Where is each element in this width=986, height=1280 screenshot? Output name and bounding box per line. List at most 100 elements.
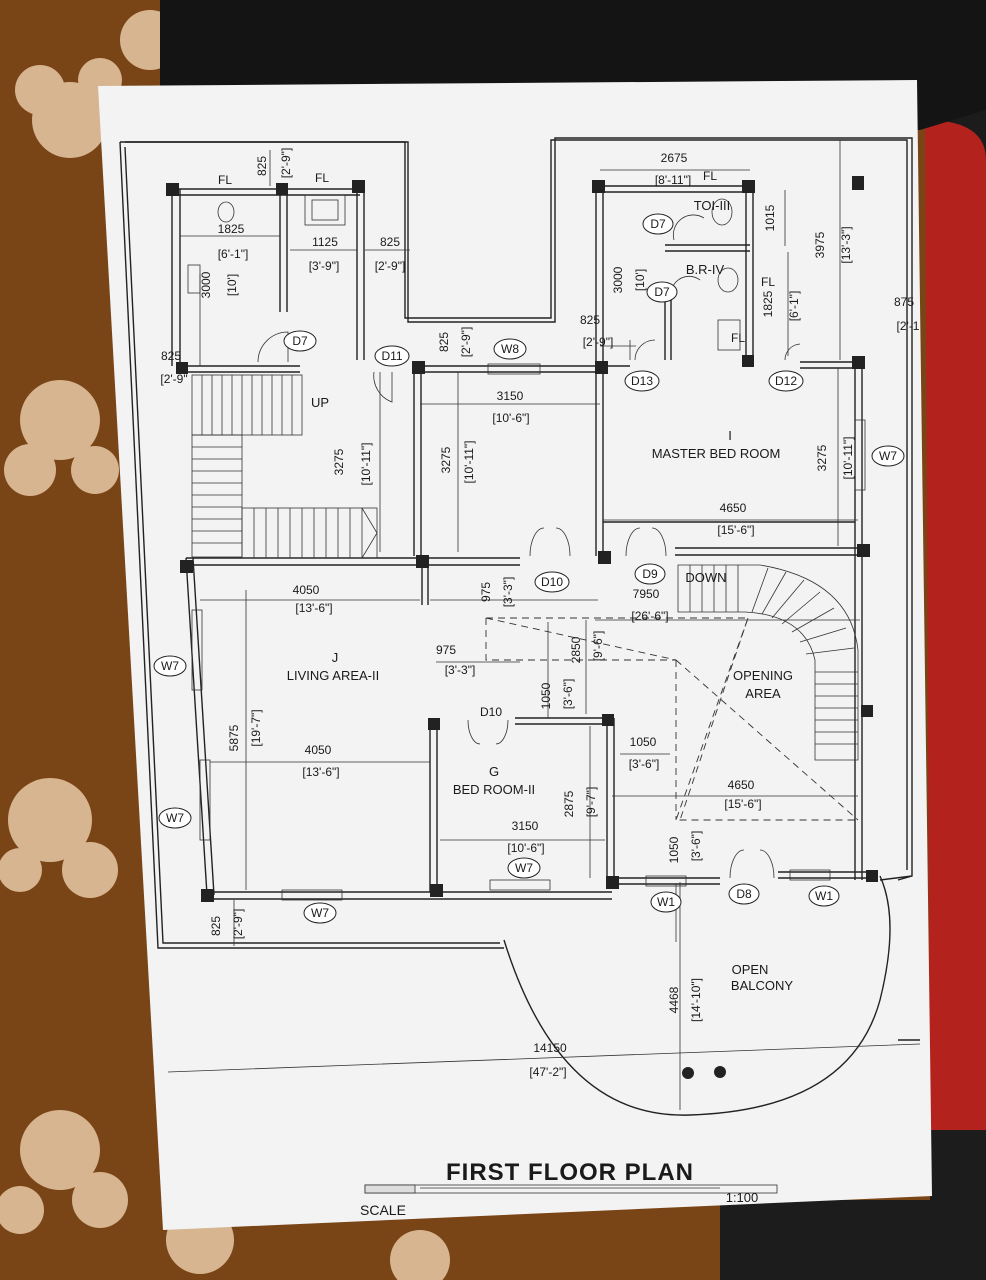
- open-balcony-label-1: OPEN: [732, 962, 769, 977]
- dim-ft: [3'-6"]: [689, 831, 703, 862]
- balcony-post: [682, 1067, 694, 1079]
- dim-ft: [3'-9"]: [309, 259, 340, 273]
- svg-text:D7: D7: [292, 334, 308, 348]
- dim-ft: [10']: [225, 274, 239, 296]
- svg-text:D11: D11: [381, 349, 402, 363]
- opening-area-label-2: AREA: [745, 686, 781, 701]
- open-balcony-label-2: BALCONY: [731, 978, 793, 993]
- door-tag-d7: D7: [646, 281, 678, 303]
- window-tag-w7: W7: [158, 807, 192, 829]
- window-tag-w7: W7: [153, 655, 187, 677]
- dim-mm: 1015: [763, 204, 777, 231]
- door-swings: [257, 214, 801, 879]
- dim-ft: [26'-6"]: [631, 609, 668, 623]
- master-bedroom-letter: I: [728, 428, 732, 443]
- dim-mm: 7950: [633, 587, 660, 601]
- window-tag-w8: W8: [493, 338, 527, 360]
- north-marker: [852, 178, 864, 190]
- door-tag-d7: D7: [283, 330, 317, 352]
- svg-text:W1: W1: [657, 895, 675, 909]
- dim-ft: [10'-11"]: [462, 440, 476, 483]
- scale-value: 1:100: [726, 1190, 759, 1205]
- dim-mm: 975: [479, 582, 493, 602]
- dimension-lines: [167, 140, 921, 1110]
- dim-ft: [6'-1"]: [787, 291, 801, 322]
- toilet-iii-label: TOI-III: [694, 198, 731, 213]
- dim-ft: [13'-6"]: [295, 601, 332, 615]
- dim-ft: [2'-9"]: [459, 327, 473, 358]
- dim-ft: [10'-11"]: [359, 442, 373, 485]
- dim-mm: 975: [436, 643, 456, 657]
- dim-ft: [13'-6"]: [302, 765, 339, 779]
- door-tag-d7: D7: [642, 213, 674, 235]
- dim-ft: [19'-7"]: [249, 709, 263, 746]
- dim-ft: [13'-3"]: [839, 226, 853, 263]
- dim-mm: 3275: [815, 444, 829, 471]
- dim-ft: [6'-1"]: [218, 247, 249, 261]
- dim-mm: 5875: [227, 724, 241, 751]
- dim-ft: [3'-3"]: [445, 663, 476, 677]
- dim-ft: [10'-6"]: [507, 841, 544, 855]
- opening-area-outline: [485, 617, 859, 821]
- svg-text:W7: W7: [879, 449, 897, 463]
- dim-mm: 825: [580, 313, 600, 327]
- dim-mm: 14150: [533, 1041, 567, 1055]
- svg-text:D10: D10: [541, 575, 563, 589]
- svg-text:D8: D8: [736, 887, 752, 901]
- dim-ft: [3'-6"]: [629, 757, 660, 771]
- dim-mm: 875: [894, 295, 914, 309]
- dim-ft: [8'-11"]: [655, 173, 691, 187]
- dim-mm: 2675: [661, 151, 688, 165]
- floor-level-label: FL: [731, 331, 745, 345]
- dim-ft: [2'-9"]: [375, 259, 406, 273]
- window-strips: [191, 363, 866, 901]
- dim-mm: 3150: [497, 389, 524, 403]
- floor-level-label: FL: [218, 173, 232, 187]
- balcony-arc: [503, 875, 891, 1116]
- dim-mm: 825: [255, 156, 269, 176]
- dim-mm: 3150: [512, 819, 539, 833]
- dim-mm: 1125: [312, 235, 338, 249]
- dim-mm: 1050: [630, 735, 657, 749]
- svg-text:D7: D7: [654, 285, 670, 299]
- door-tag-d9: D9: [634, 563, 666, 585]
- svg-text:W7: W7: [166, 811, 184, 825]
- svg-text:W1: W1: [815, 889, 833, 903]
- dim-ft: [2'-9"]: [231, 909, 245, 940]
- balcony-post: [714, 1066, 726, 1078]
- svg-text:W7: W7: [515, 861, 533, 875]
- door-tag: D10: [480, 705, 502, 719]
- door-window-tags: D7 D11 W8 D7 D7 D13 D12 W7 D10 D9 W7 W7 …: [153, 213, 905, 924]
- interior-walls: [171, 185, 872, 900]
- dim-mm: 2850: [569, 636, 583, 663]
- window-tag-w7: W7: [871, 445, 905, 467]
- opening-area-label-1: OPENING: [733, 668, 793, 683]
- living-area-label: LIVING AREA-II: [287, 668, 379, 683]
- dim-mm: 4650: [728, 778, 755, 792]
- svg-text:D13: D13: [631, 374, 653, 388]
- bedroom-ii-letter: G: [489, 764, 499, 779]
- dim-mm: 825: [380, 235, 400, 249]
- master-bedroom-label: MASTER BED ROOM: [652, 446, 781, 461]
- window-tag-w7: W7: [507, 857, 541, 879]
- dim-mm: 3000: [199, 271, 213, 298]
- dim-mm: 825: [437, 332, 451, 352]
- dim-ft: [9'-6"]: [591, 631, 605, 662]
- dim-ft: [2'-9"]: [279, 148, 293, 179]
- dim-mm: 1050: [539, 682, 553, 709]
- dim-ft: [10']: [633, 269, 647, 291]
- window-tag-w7: W7: [303, 902, 337, 924]
- dim-mm: 825: [161, 349, 181, 363]
- dim-ft: [14'-10"]: [689, 978, 703, 1022]
- chair-red-cushion: [925, 120, 986, 1130]
- dim-mm: 3275: [439, 446, 453, 473]
- svg-text:W8: W8: [501, 342, 519, 356]
- dim-ft: [10'-11"]: [841, 436, 855, 479]
- dim-ft: [10'-6"]: [492, 411, 529, 425]
- dim-mm: 1050: [667, 836, 681, 863]
- bathroom-iv-label: B.R-IV: [686, 262, 725, 277]
- dim-mm: 3000: [611, 266, 625, 293]
- dim-ft: [15'-6"]: [724, 797, 761, 811]
- svg-text:D12: D12: [775, 374, 797, 388]
- dim-mm: 4050: [305, 743, 332, 757]
